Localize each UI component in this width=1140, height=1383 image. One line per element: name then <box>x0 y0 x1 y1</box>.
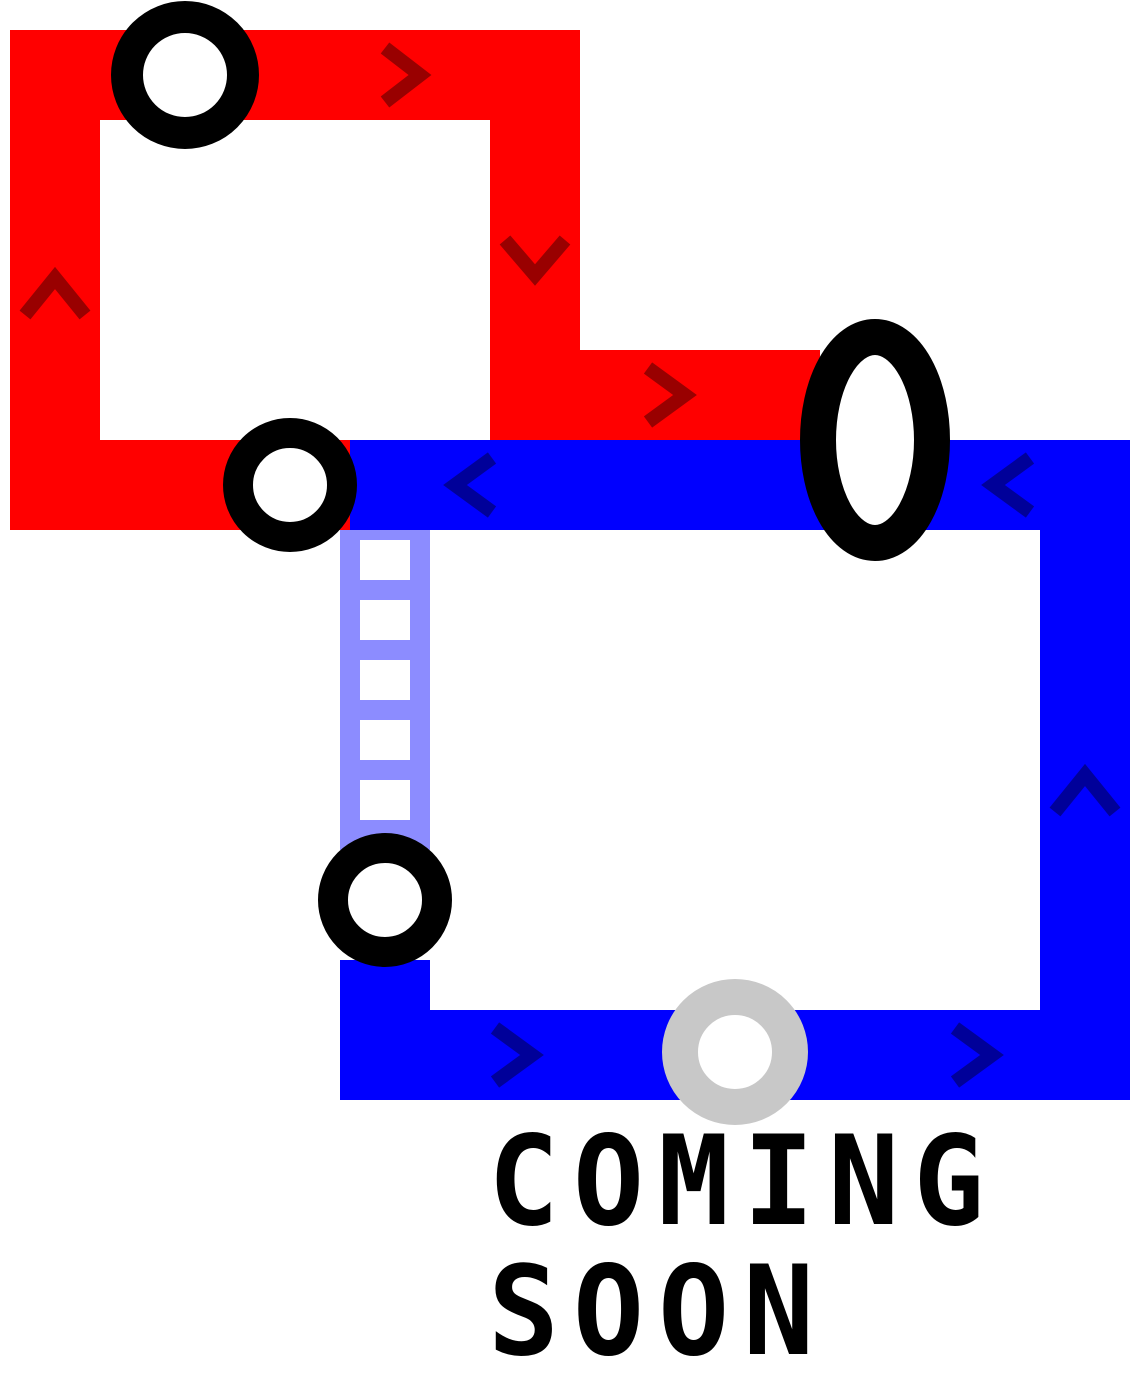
level-node-large[interactable] <box>800 319 950 561</box>
arrow-left-icon <box>443 452 497 518</box>
level-node[interactable] <box>318 833 452 967</box>
arrow-up-icon <box>19 266 91 320</box>
arrow-right-icon <box>950 1022 1004 1088</box>
locked-level-node <box>662 979 808 1125</box>
arrow-up-icon <box>1049 763 1121 817</box>
level-node[interactable] <box>223 418 357 552</box>
level-node[interactable] <box>111 1 259 149</box>
arrow-right-icon <box>380 42 432 108</box>
coming-soon-line1: COMING <box>488 1108 999 1254</box>
arrow-down-icon <box>499 235 571 286</box>
arrow-right-icon <box>490 1022 544 1088</box>
coming-soon-line2: SOON <box>488 1238 829 1383</box>
arrow-left-icon <box>981 452 1035 518</box>
arrow-right-icon <box>643 362 697 428</box>
ladder <box>340 530 430 850</box>
